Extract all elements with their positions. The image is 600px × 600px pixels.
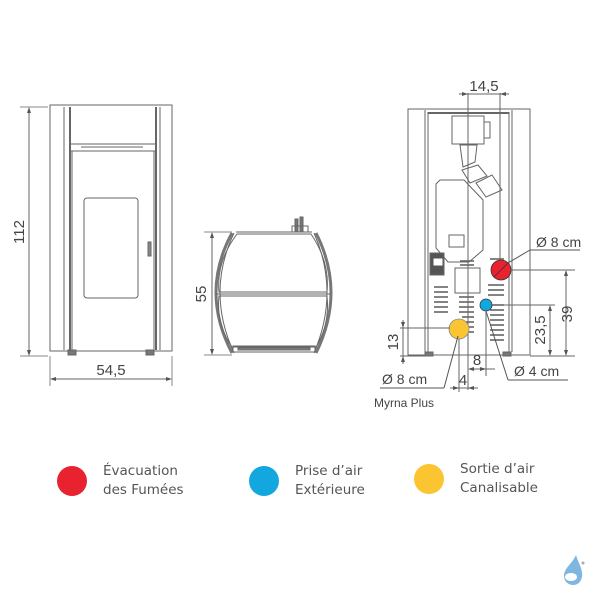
legend-item-flue: Évacuation des Fumées	[57, 462, 184, 500]
flue-height-label: 39	[559, 306, 576, 323]
air-intake-height-label: 23,5	[532, 315, 549, 344]
rear-top-offset-label: 14,5	[469, 78, 498, 95]
water-drop-logo-icon	[564, 555, 585, 585]
side-depth-label: 55	[193, 286, 210, 303]
legend-item-ducted: Sortie d’air Canalisable	[414, 460, 538, 498]
air-intake-offset-label: 8	[473, 352, 481, 369]
air-intake-diameter-label: Ø 4 cm	[514, 363, 559, 379]
front-view	[20, 104, 173, 386]
legend-text: Prise d’air Extérieure	[295, 463, 365, 498]
yellow-dot-icon	[414, 464, 444, 494]
legend-text: Sortie d’air Canalisable	[460, 461, 538, 496]
ducted-height-label: 13	[385, 334, 402, 351]
model-label: Myrna Plus	[374, 396, 434, 410]
ducted-outlet-marker	[448, 318, 470, 340]
rear-view	[407, 92, 531, 390]
blue-dot-icon	[249, 466, 279, 496]
side-view	[204, 216, 333, 356]
legend-text: Évacuation des Fumées	[103, 463, 184, 498]
red-dot-icon	[57, 466, 87, 496]
air-intake-marker	[479, 298, 493, 312]
legend: Évacuation des Fumées Prise d’air Extéri…	[0, 460, 600, 510]
legend-item-air-intake: Prise d’air Extérieure	[249, 462, 365, 500]
front-height-label: 112	[11, 220, 28, 244]
ducted-offset-label: 4	[459, 372, 467, 389]
front-width-label: 54,5	[96, 362, 125, 379]
flue-diameter-label: Ø 8 cm	[536, 234, 581, 250]
ducted-diameter-label: Ø 8 cm	[382, 371, 427, 387]
